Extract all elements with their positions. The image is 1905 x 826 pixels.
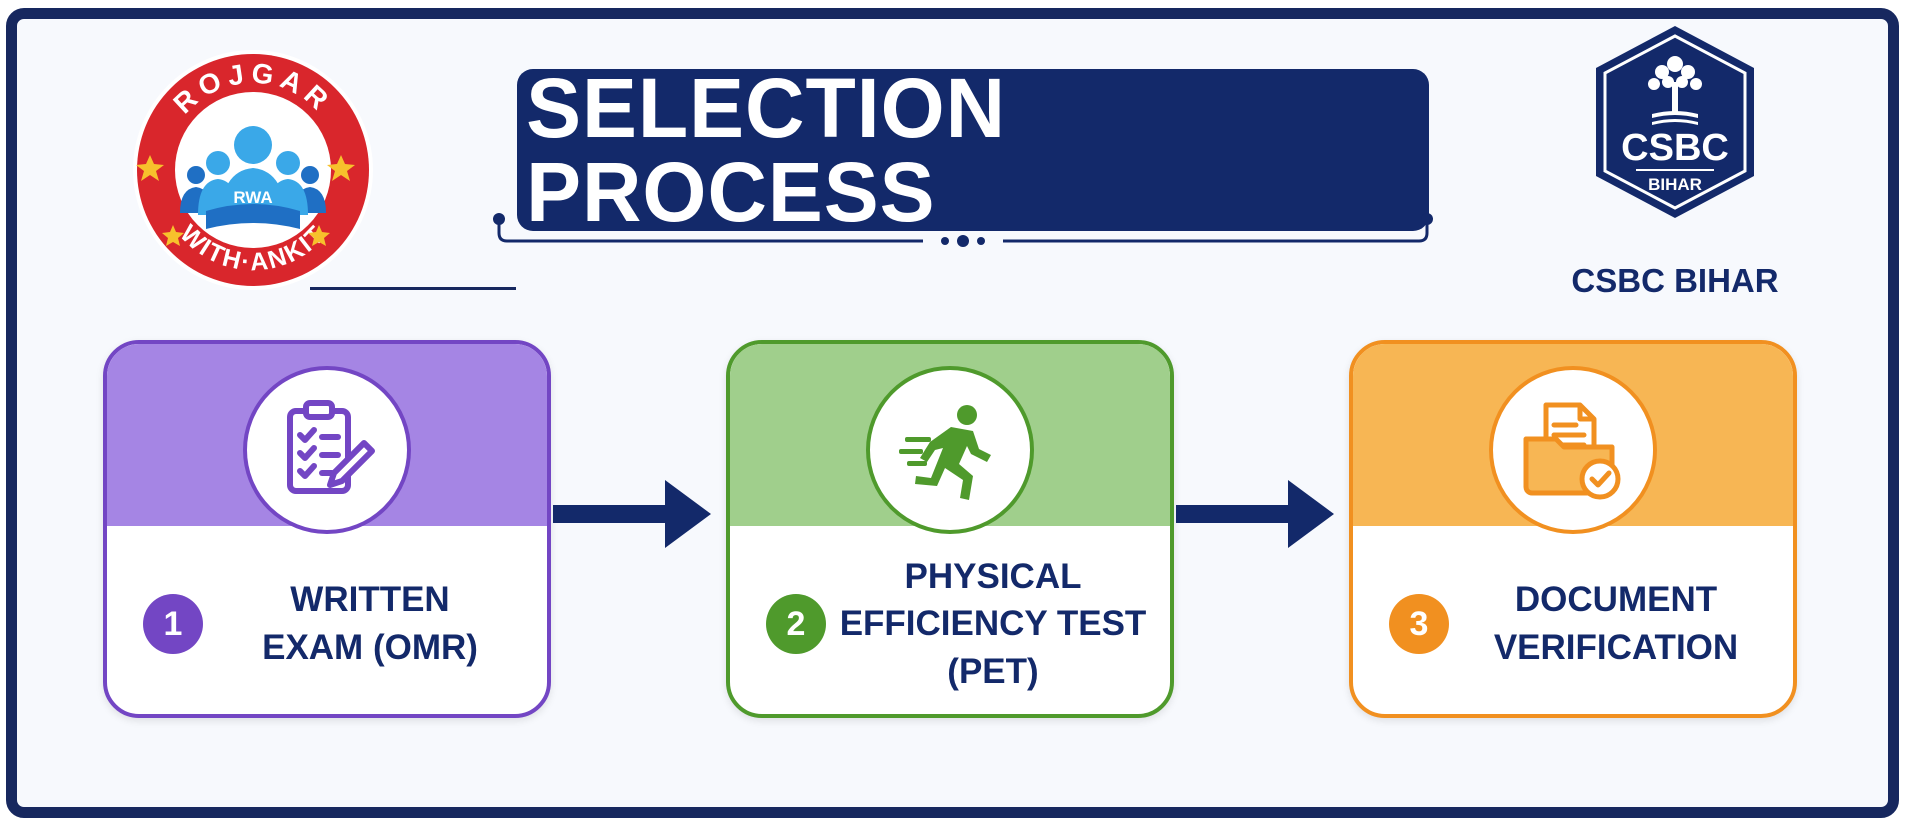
step-label: WRITTEN EXAM (OMR) (262, 580, 478, 667)
tree-emblem-icon (1648, 56, 1702, 125)
step-card-document-verification: 3 DOCUMENT VERIFICATION (1349, 340, 1797, 718)
step-number-badge: 1 (143, 594, 203, 654)
csbc-badge-text: CSBC (1621, 127, 1729, 169)
step-card-physical-efficiency-test: 2 PHYSICAL EFFICIENCY TEST (PET) (726, 340, 1174, 718)
clipboard-checklist-pencil-icon (243, 366, 411, 534)
card-body: 3 DOCUMENT VERIFICATION (1353, 526, 1793, 714)
page-title: SELECTION PROCESS (526, 61, 1007, 239)
csbc-badge-subtext: BIHAR (1648, 175, 1702, 194)
people-group-icon (180, 126, 326, 229)
running-person-icon (866, 366, 1034, 534)
step-label: PHYSICAL EFFICIENCY TEST (PET) (839, 556, 1147, 691)
title-decoration (493, 213, 1433, 247)
step-number-badge: 2 (766, 594, 826, 654)
right-arrow-icon (1176, 480, 1334, 548)
card-body: 2 PHYSICAL EFFICIENCY TEST (PET) (730, 526, 1170, 714)
rojgar-with-ankit-logo: ROJGAR WITH·ANKIT RWA (128, 45, 378, 295)
title-box: SELECTION PROCESS (517, 61, 1429, 239)
title-banner: SELECTION PROCESS (493, 61, 1433, 259)
logo-underline (310, 287, 516, 290)
step-card-written-exam: 1 WRITTEN EXAM (OMR) (103, 340, 551, 718)
step-number-badge: 3 (1389, 594, 1449, 654)
step-label: DOCUMENT VERIFICATION (1493, 580, 1739, 667)
csbc-bihar-logo: CSBC BIHAR (1590, 22, 1760, 222)
logo-center-text: RWA (233, 188, 272, 207)
csbc-caption: CSBC BIHAR (1571, 262, 1779, 299)
folder-document-check-icon (1489, 366, 1657, 534)
right-arrow-icon (553, 480, 711, 548)
card-body: 1 WRITTEN EXAM (OMR) (107, 526, 547, 714)
